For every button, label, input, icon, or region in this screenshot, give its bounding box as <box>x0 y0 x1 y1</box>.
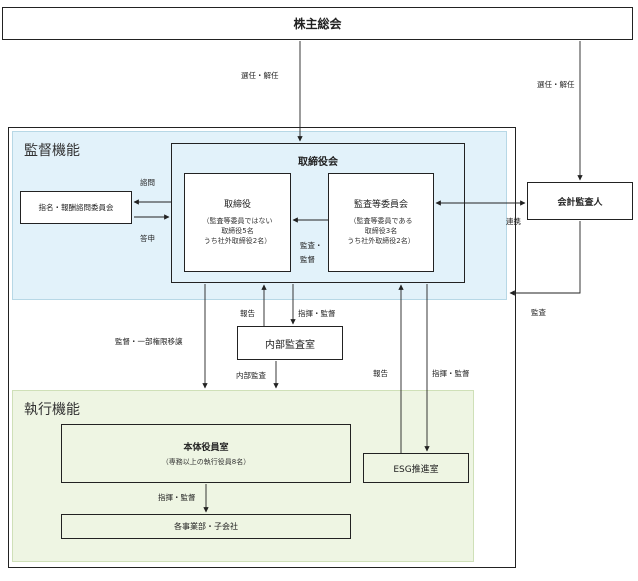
audit-supervise-label: 監査・ 監督 <box>300 240 323 265</box>
directors-line-2: 取締役5名 <box>221 227 254 235</box>
audit-supervise-line-2: 監督 <box>300 255 315 264</box>
execution-title: 執行機能 <box>24 402 80 418</box>
divisions-label: 各事業部・子会社 <box>174 522 238 531</box>
internal-audit-label: 内部監査室 <box>265 339 315 351</box>
shareholders-meeting-box: 株主総会 <box>2 7 633 40</box>
direct-supervise-label-2: 指揮・監督 <box>432 369 470 378</box>
internal-audit-box: 内部監査室 <box>237 326 343 360</box>
directors-box: 取締役 （監査等委員ではない 取締役5名 うち社外取締役2名） <box>184 173 291 272</box>
audit-committee-line-2: 取締役3名 <box>364 227 398 235</box>
audit-committee-line-1: （監査等委員である <box>349 217 413 225</box>
board-of-directors-label: 取締役会 <box>298 157 338 168</box>
audit-supervise-line-1: 監査・ <box>300 241 323 250</box>
internal-audit-conn-label: 内部監査 <box>236 371 266 380</box>
directors-line-3: うち社外取締役2名） <box>203 237 272 245</box>
audit-committee-title: 監査等委員会 <box>353 200 408 210</box>
exec-office-box: 本体役員室 （専務以上の執行役員8名） <box>61 424 351 483</box>
report-label-1: 報告 <box>240 309 255 318</box>
directors-title: 取締役 <box>223 200 251 210</box>
exec-office-sub: （専務以上の執行役員8名） <box>161 458 251 466</box>
exec-office-title: 本体役員室 <box>183 443 229 453</box>
esg-office-box: ESG推進室 <box>363 453 469 483</box>
nomination-committee-box: 指名・報酬諮問委員会 <box>20 191 132 224</box>
audit-committee-box: 監査等委員会 （監査等委員である 取締役3名 うち社外取締役2名） <box>328 173 434 272</box>
divisions-box: 各事業部・子会社 <box>61 514 351 539</box>
accounting-auditor-label: 会計監査人 <box>557 197 603 208</box>
audit-arrow <box>509 221 581 296</box>
report-label-2: 報告 <box>373 369 388 378</box>
supervision-title: 監督機能 <box>24 143 80 159</box>
nomination-committee-label: 指名・報酬諮問委員会 <box>38 203 114 212</box>
reply-label: 答申 <box>140 234 155 243</box>
audit-label: 監査 <box>531 308 546 317</box>
consult-label: 諮問 <box>140 178 155 187</box>
direct-supervise-label-1: 指揮・監督 <box>298 309 336 318</box>
directors-line-1: （監査等委員ではない <box>202 217 273 225</box>
coordination-label: 連携 <box>506 217 521 226</box>
supervise-delegate-label: 監督・一部権限移譲 <box>115 337 183 346</box>
esg-office-label: ESG推進室 <box>393 464 439 475</box>
elect-dismiss-label-2: 選任・解任 <box>537 80 575 89</box>
accounting-auditor-box: 会計監査人 <box>527 182 633 220</box>
direct-supervise-label-3: 指揮・監督 <box>158 493 196 502</box>
audit-committee-line-3: うち社外取締役2名） <box>347 237 415 245</box>
elect-dismiss-label-1: 選任・解任 <box>241 71 279 80</box>
shareholders-meeting-label: 株主総会 <box>293 17 342 31</box>
